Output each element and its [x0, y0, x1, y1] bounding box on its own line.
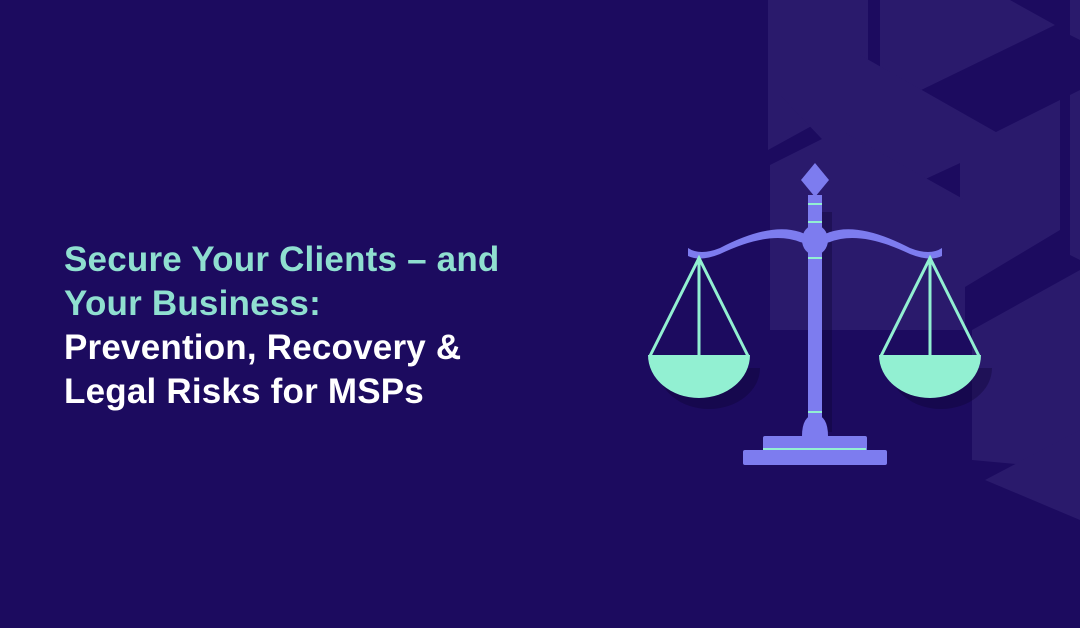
headline-line-2: Your Business:	[64, 284, 321, 323]
headline: Secure Your Clients – and Your Business:…	[64, 238, 500, 414]
headline-line-4: Legal Risks for MSPs	[64, 372, 424, 411]
left-pan	[648, 355, 750, 398]
right-pan	[879, 355, 981, 398]
headline-line-1: Secure Your Clients – and	[64, 240, 500, 279]
headline-line-3: Prevention, Recovery &	[64, 328, 462, 367]
